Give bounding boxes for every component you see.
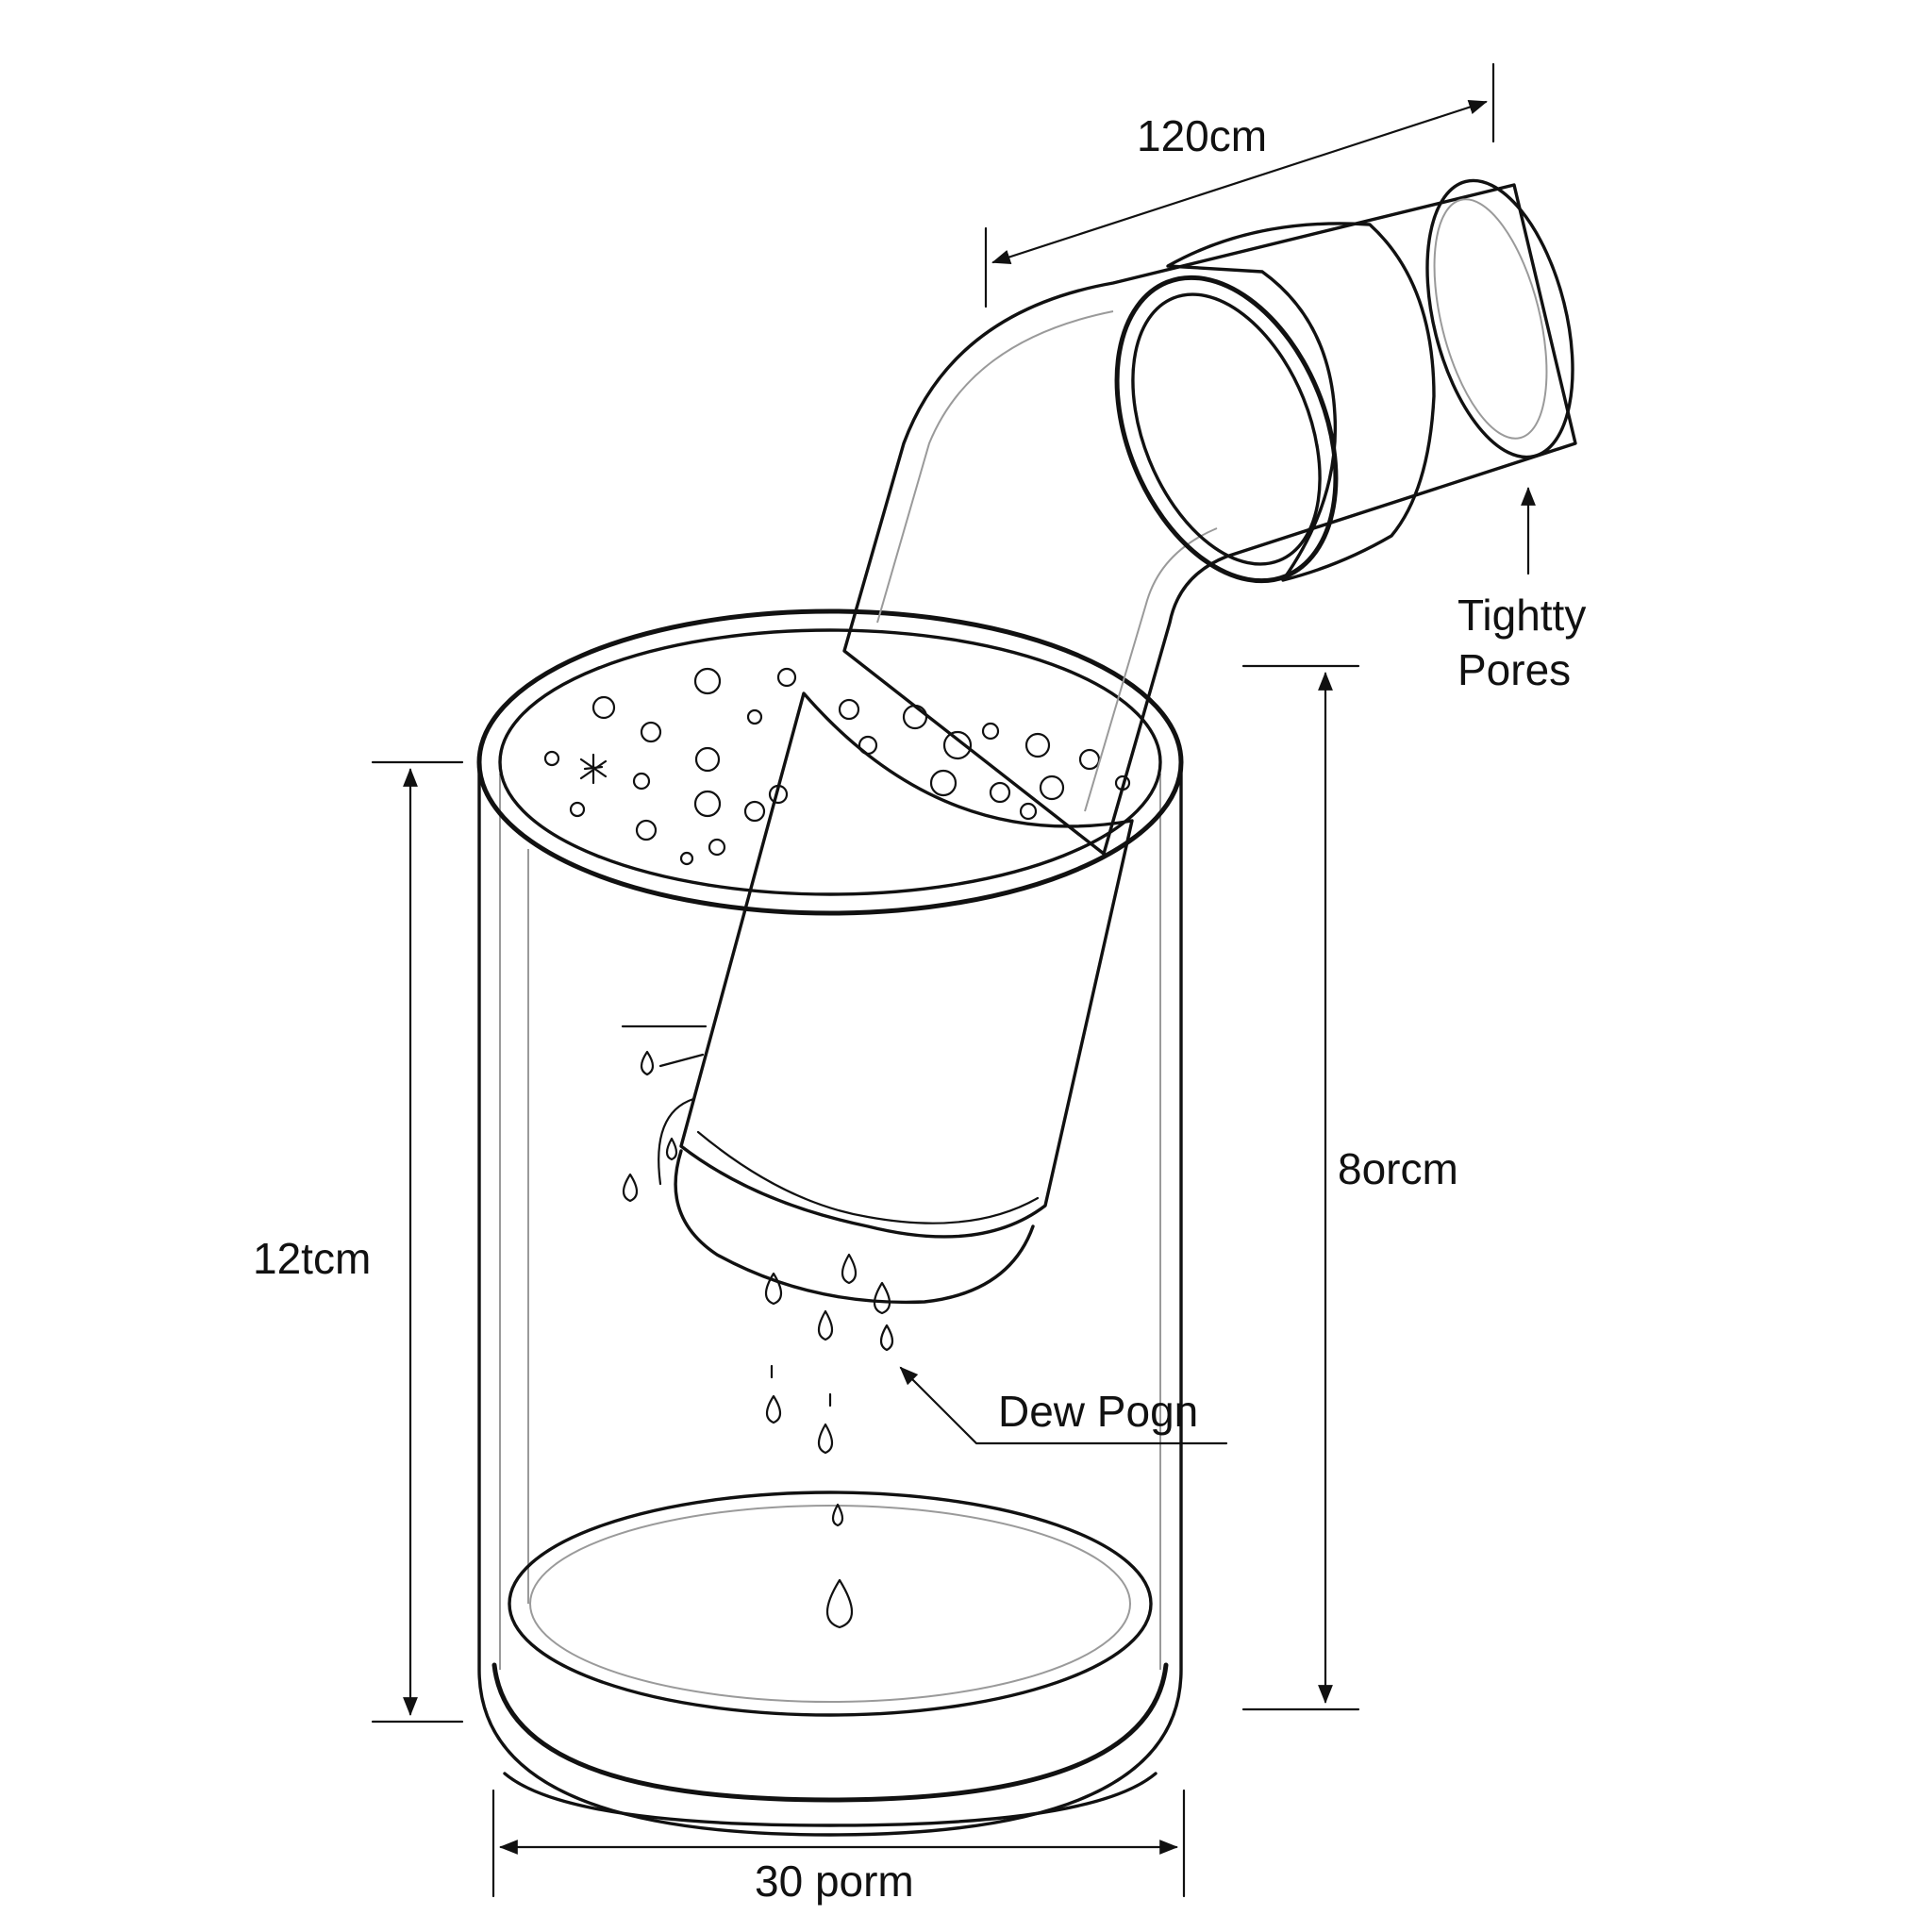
dimension-lines (371, 62, 1536, 1898)
droplet (665, 1137, 678, 1161)
droplet (622, 1173, 639, 1203)
droplet (831, 1503, 844, 1527)
mesh-sleeve (679, 691, 1134, 1239)
droplet (873, 1281, 891, 1315)
droplet (826, 1578, 853, 1629)
droplet (764, 1272, 783, 1306)
droplet (841, 1253, 858, 1285)
droplet (817, 1309, 834, 1341)
droplet (879, 1324, 894, 1352)
drip-label: Dew Pogn (998, 1387, 1198, 1436)
base-width-label: 30 porm (755, 1857, 914, 1906)
bent-tube (658, 178, 1577, 1305)
mesh-collar (1166, 222, 1436, 582)
jar-base-rim (491, 1662, 1169, 1803)
right-height-label: 8orcm (1338, 1144, 1458, 1193)
jar-top-rim (476, 608, 1184, 916)
jar-inner-bottom (508, 1491, 1153, 1717)
pores-label-line1: Tightty (1457, 591, 1586, 640)
water-droplets (622, 1050, 894, 1629)
surface-bubbles (543, 667, 1131, 866)
droplet (765, 1394, 782, 1424)
tube-length-label: 120cm (1137, 111, 1267, 160)
droplet (817, 1423, 834, 1455)
jar-body (477, 760, 1183, 1837)
pores-label-line2: Pores (1457, 645, 1571, 694)
tube-bottom-opening (674, 1149, 1035, 1305)
tube-glass (842, 183, 1577, 856)
glass-jar (476, 608, 1184, 1837)
left-height-label: 12tcm (253, 1234, 371, 1283)
droplet (640, 1050, 655, 1076)
